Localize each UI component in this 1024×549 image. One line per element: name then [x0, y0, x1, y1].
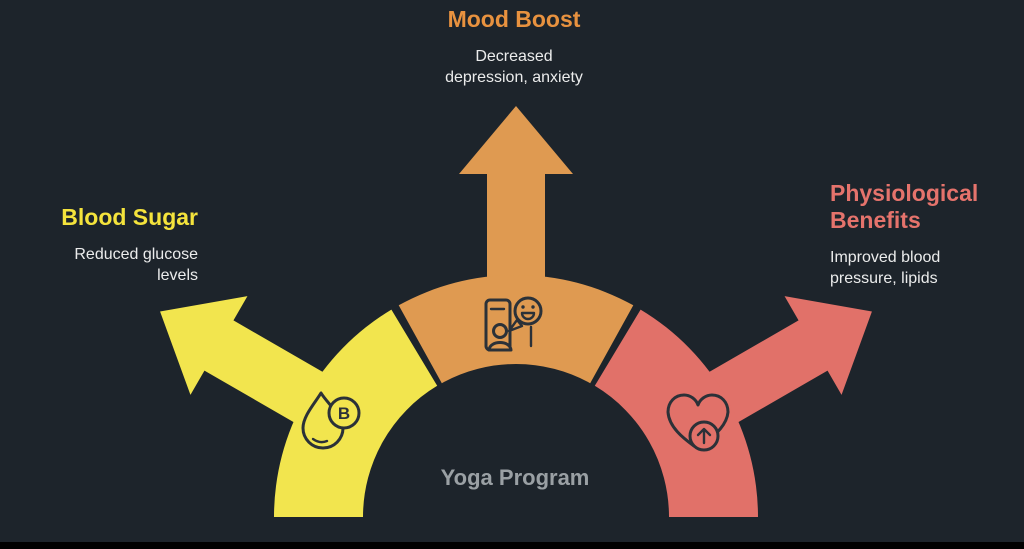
physiological-description: Improved blood pressure, lipids [830, 247, 1010, 289]
arrow-blood-sugar [160, 296, 349, 438]
blood-sugar-label-group: Blood Sugar Reduced glucose levels [0, 204, 198, 286]
arch-segment-physiological [594, 309, 758, 517]
mood-boost-title: Mood Boost [447, 6, 581, 32]
desc-line: pressure, lipids [830, 270, 938, 287]
heart-up-icon [666, 393, 730, 452]
desc-line: depression, anxiety [445, 69, 583, 86]
arrow-mood-boost [459, 106, 573, 307]
physiological-title: Physiological Benefits [830, 180, 1010, 234]
desc-line: Decreased [475, 48, 553, 65]
blood-sugar-description: Reduced glucose levels [0, 244, 198, 286]
title-line: Benefits [830, 207, 921, 233]
title-line: Physiological [830, 180, 979, 206]
mood-boost-description: Decreased depression, anxiety [354, 46, 674, 88]
droplet-b-icon: B [301, 391, 361, 450]
droplet-letter: B [338, 404, 350, 423]
physiological-label-group: Physiological Benefits Improved blood pr… [830, 180, 1010, 289]
arrow-physiological [683, 296, 872, 438]
desc-line: levels [157, 267, 198, 284]
mood-boost-label-group: Mood Boost Decreased depression, anxiety [354, 6, 674, 88]
blood-sugar-title: Blood Sugar [61, 204, 198, 230]
bottom-bar [0, 542, 1024, 549]
center-title: Yoga Program [440, 465, 590, 490]
chat-smiley-icon [484, 296, 543, 352]
desc-line: Improved blood [830, 249, 941, 266]
desc-line: Reduced glucose [74, 246, 198, 263]
